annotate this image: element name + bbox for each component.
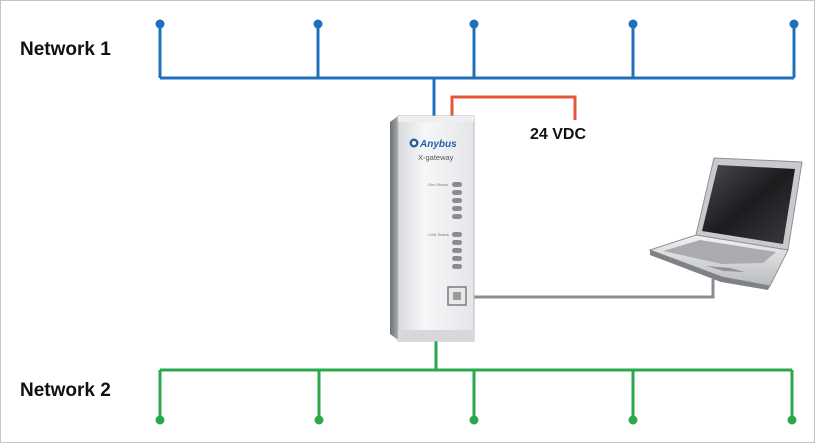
status-leds-1 — [452, 182, 462, 219]
power-line — [450, 95, 577, 120]
power-label: 24 VDC — [530, 126, 587, 143]
network-2-bus — [155, 338, 797, 425]
status-leds-2 — [452, 232, 462, 269]
device-model: X-gateway — [418, 153, 454, 162]
laptop-icon — [648, 157, 803, 290]
gateway-device: Anybus X-gateway Gen Status CAN Status — [390, 115, 475, 342]
usb-port — [447, 286, 467, 306]
gateway-icon — [409, 138, 419, 148]
network-1-bus — [155, 19, 799, 120]
pc-cable — [470, 279, 715, 299]
network-2-label: Network 2 — [20, 380, 111, 401]
status-group-2-label: CAN Status — [428, 232, 449, 237]
status-group-1-label: Gen Status — [428, 182, 448, 187]
network-1-label: Network 1 — [20, 39, 111, 60]
device-brand: Anybus — [419, 139, 457, 150]
